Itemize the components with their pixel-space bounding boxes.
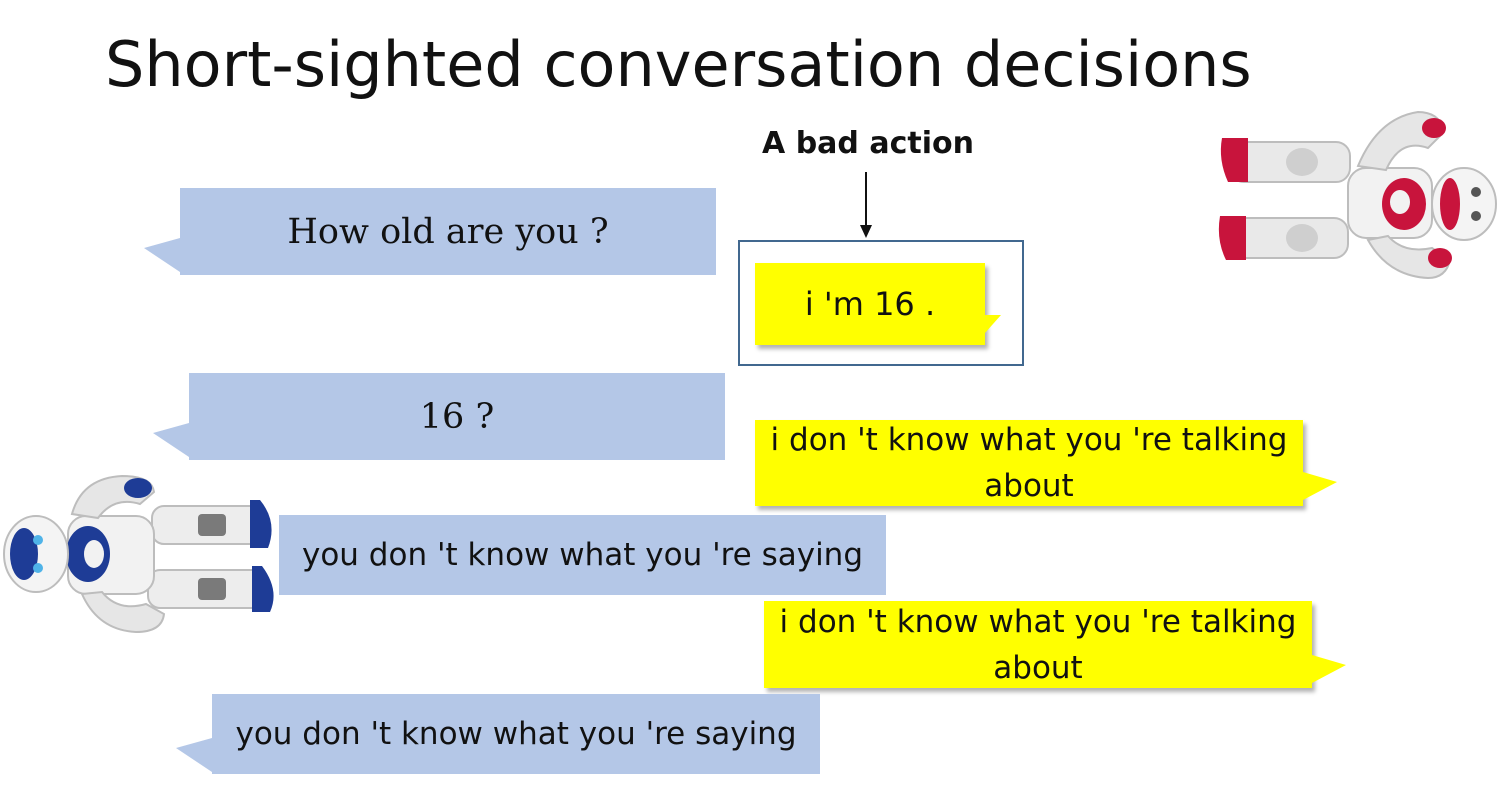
bubble-tail [144,238,180,272]
message-text: 16 ? [419,396,495,437]
human-message-bubble: 16 ? [153,373,725,460]
slide-title: Short-sighted conversation decisions [105,28,1252,101]
bubble-tail [985,315,1001,333]
bad-action-label: A bad action [762,126,974,161]
bad-action-highlight [738,240,1024,366]
message-text: i don 't know what you 're talking about [770,422,1288,504]
human-message-bubble: you don 't know what you 're saying [176,694,820,774]
robot-red-icon [1218,110,1497,280]
robot-blue-icon [3,474,274,634]
bubble-tail [176,738,212,772]
bot-message-bubble: i don 't know what you 're talking about [764,601,1346,688]
bubble-tail [1303,472,1337,500]
message-text: i 'm 16 . [804,285,936,323]
bubble-tail [153,423,189,457]
human-message-bubble: you don 't know what you 're saying [279,515,886,595]
bubble-tail [1312,655,1346,683]
message-text: i don 't know what you 're talking about [779,603,1297,686]
message-text: How old are you ? [287,211,609,252]
message-text: you don 't know what you 're saying [301,537,864,573]
message-text: you don 't know what you 're saying [235,716,797,752]
bot-message-bubble: i don 't know what you 're talking about [755,420,1337,506]
bot-message-bubble: i 'm 16 . [755,263,1001,345]
human-message-bubble: How old are you ? [144,188,716,275]
down-arrow-icon [860,172,872,238]
